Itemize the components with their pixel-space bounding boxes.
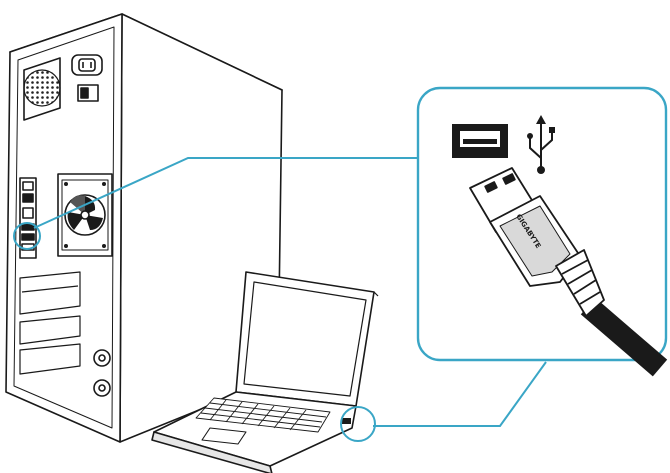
power-socket bbox=[71, 54, 103, 76]
expansion-slots bbox=[19, 271, 81, 375]
laptop-keyboard bbox=[195, 397, 331, 433]
callout-lines bbox=[33, 157, 547, 427]
tower-usb-highlight bbox=[13, 222, 41, 250]
power-switch bbox=[77, 84, 99, 102]
psu-fan-grill bbox=[23, 57, 61, 121]
audio-jacks bbox=[93, 349, 111, 397]
laptop-touchpad bbox=[201, 427, 247, 445]
usb-trident-icon bbox=[527, 115, 555, 174]
laptop bbox=[151, 271, 379, 473]
case-fan bbox=[57, 173, 113, 257]
laptop-usb-highlight bbox=[340, 406, 376, 442]
io-panel bbox=[19, 177, 37, 259]
usb-plug bbox=[469, 167, 668, 377]
usb-port-icon bbox=[452, 124, 508, 158]
